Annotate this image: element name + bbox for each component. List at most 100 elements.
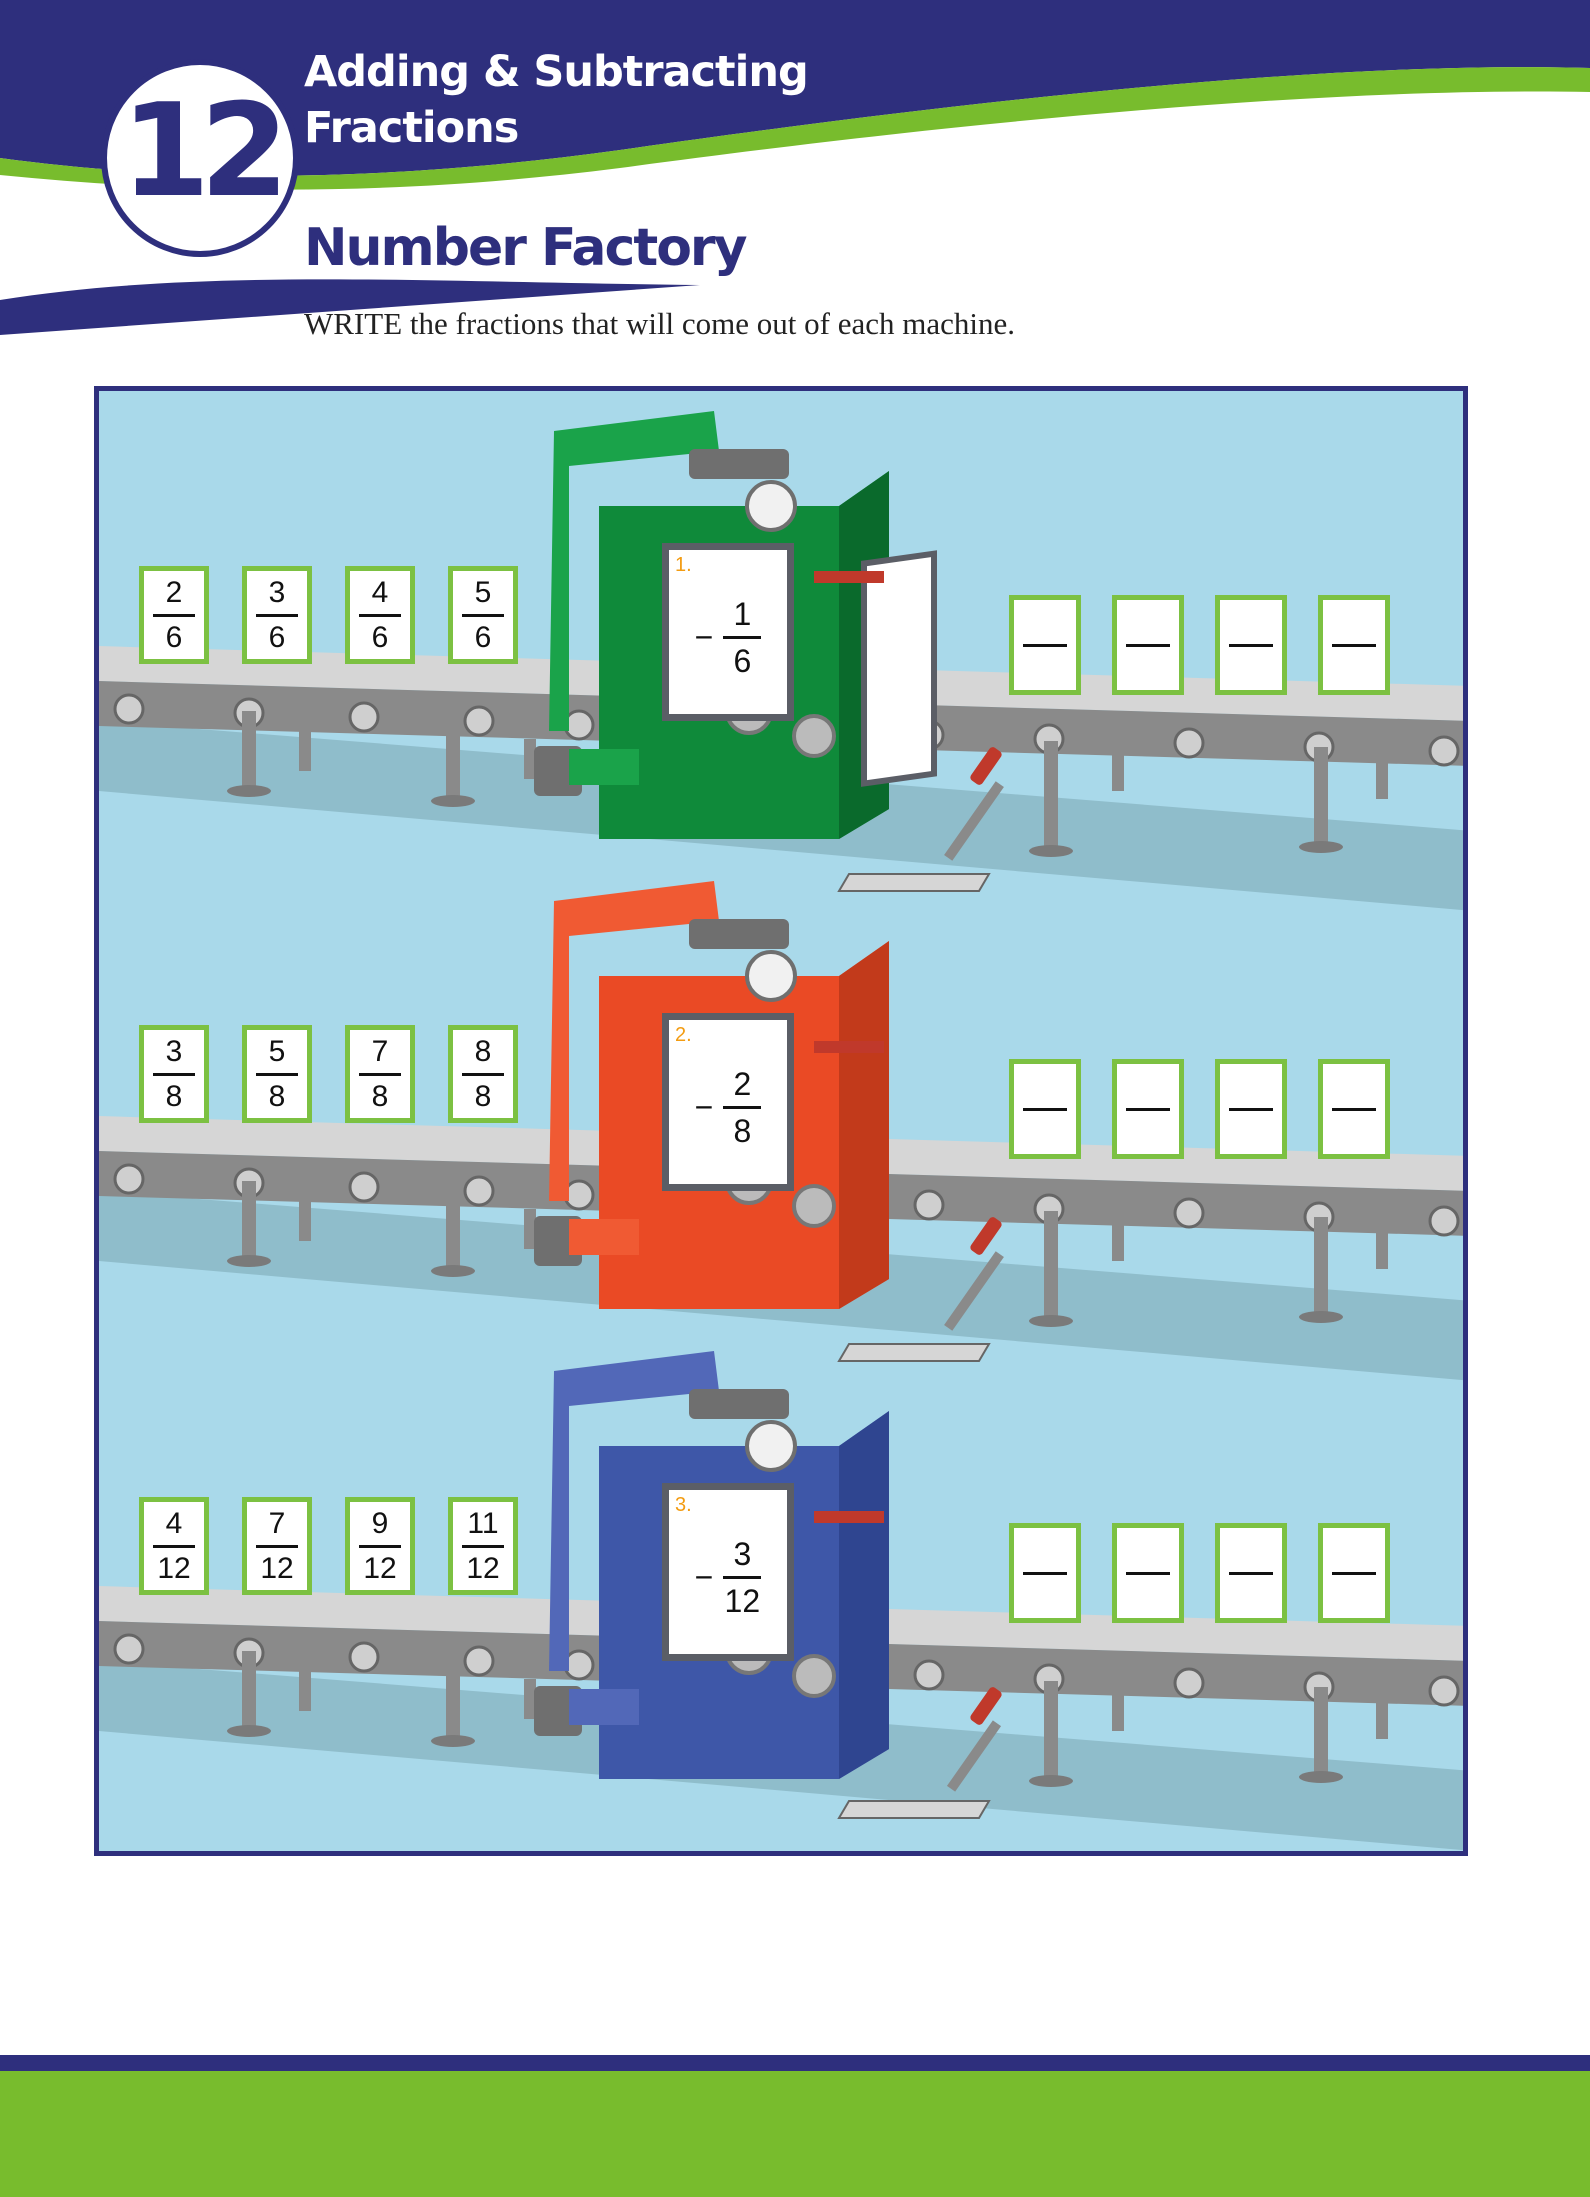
machine-1-operand-numerator: 1 <box>733 596 752 632</box>
answer-blank[interactable] <box>1126 1107 1170 1111</box>
machine-2-operand: 2 8 <box>723 1066 762 1149</box>
footer-band <box>0 2071 1590 2197</box>
chapter-title-line1: Adding & Subtracting <box>304 47 809 97</box>
fraction-bar <box>723 636 762 639</box>
machine-2-operand-denominator: 8 <box>733 1113 752 1149</box>
machine-1-operand-denominator: 6 <box>733 643 752 679</box>
denominator: 8 <box>165 1079 183 1113</box>
machine-3-answer-3[interactable] <box>1215 1523 1287 1623</box>
header-banner <box>0 0 1590 335</box>
machine-2-screen: 2. − 2 8 <box>662 1013 794 1191</box>
machine-3-answer-4[interactable] <box>1318 1523 1390 1623</box>
answer-blank[interactable] <box>1023 643 1067 647</box>
answer-blank[interactable] <box>1332 643 1376 647</box>
fraction-bar <box>256 1072 298 1076</box>
footer-stripe <box>0 2055 1590 2071</box>
chapter-title-line2: Fractions <box>304 103 519 153</box>
answer-blank[interactable] <box>1126 643 1170 647</box>
answer-blank[interactable] <box>1229 1107 1273 1111</box>
denominator: 6 <box>268 620 286 654</box>
denominator: 8 <box>474 1079 492 1113</box>
machine-1-answer-3[interactable] <box>1215 595 1287 695</box>
fraction-bar <box>462 613 504 617</box>
machine-3-label: 3. <box>675 1494 692 1516</box>
numerator: 4 <box>371 575 389 609</box>
answer-blank[interactable] <box>1126 1571 1170 1575</box>
answer-blank[interactable] <box>1023 1571 1067 1575</box>
numerator: 9 <box>371 1506 389 1540</box>
machine-3-operator: − <box>694 1559 714 1595</box>
numerator: 5 <box>268 1034 286 1068</box>
machine-1-operand: 1 6 <box>723 596 762 679</box>
answer-blank[interactable] <box>1229 643 1273 647</box>
machine-2-label: 2. <box>675 1024 692 1046</box>
machine-1-label: 1. <box>675 554 692 576</box>
answer-blank[interactable] <box>1332 1107 1376 1111</box>
numerator: 7 <box>268 1506 286 1540</box>
fraction-bar <box>359 1072 401 1076</box>
numerator: 4 <box>165 1506 183 1540</box>
machine-1-answer-4[interactable] <box>1318 595 1390 695</box>
fraction-bar <box>256 1544 298 1548</box>
numerator: 11 <box>467 1506 499 1540</box>
machine-2-operation: − 2 8 <box>669 1068 787 1147</box>
machine-2-operand-numerator: 2 <box>733 1066 752 1102</box>
machine-2-answer-1[interactable] <box>1009 1059 1081 1159</box>
denominator: 6 <box>165 620 183 654</box>
machine-3-operand-denominator: 12 <box>724 1583 761 1619</box>
machine-3-answer-1[interactable] <box>1009 1523 1081 1623</box>
page-title: Number Factory <box>304 218 747 278</box>
answer-blank[interactable] <box>1332 1571 1376 1575</box>
denominator: 6 <box>474 620 492 654</box>
machine-2-answer-3[interactable] <box>1215 1059 1287 1159</box>
machine-3-operand-numerator: 3 <box>733 1536 752 1572</box>
denominator: 12 <box>157 1551 191 1585</box>
denominator: 12 <box>363 1551 397 1585</box>
fraction-bar <box>256 613 298 617</box>
machine-1-operation: − 1 6 <box>669 598 787 677</box>
answer-blank[interactable] <box>1229 1571 1273 1575</box>
chapter-title: Adding & Subtracting Fractions <box>304 44 809 156</box>
machine-1-screen: 1. − 1 6 <box>662 543 794 721</box>
denominator: 12 <box>466 1551 500 1585</box>
machine-1-answer-1[interactable] <box>1009 595 1081 695</box>
chapter-number: 12 <box>120 77 289 226</box>
instruction-text: WRITE the fractions that will come out o… <box>304 306 1016 341</box>
denominator: 8 <box>371 1079 389 1113</box>
denominator: 8 <box>268 1079 286 1113</box>
machine-2-operator: − <box>694 1089 714 1125</box>
machine-2-answer-4[interactable] <box>1318 1059 1390 1159</box>
machine-3-operation: − 3 12 <box>669 1538 787 1617</box>
machine-3-answer-2[interactable] <box>1112 1523 1184 1623</box>
fraction-bar <box>723 1576 762 1579</box>
machine-3-operand: 3 12 <box>723 1536 762 1619</box>
machine-3-screen: 3. − 3 12 <box>662 1483 794 1661</box>
numerator: 3 <box>165 1034 183 1068</box>
answer-blank[interactable] <box>1023 1107 1067 1111</box>
machine-1-answer-2[interactable] <box>1112 595 1184 695</box>
fraction-bar <box>723 1106 762 1109</box>
fraction-bar <box>153 613 195 617</box>
numerator: 8 <box>474 1034 492 1068</box>
fraction-bar <box>153 1544 195 1548</box>
machine-2-answer-2[interactable] <box>1112 1059 1184 1159</box>
numerator: 7 <box>371 1034 389 1068</box>
denominator: 12 <box>260 1551 294 1585</box>
fraction-bar <box>462 1544 504 1548</box>
machine-1-operator: − <box>694 619 714 655</box>
denominator: 6 <box>371 620 389 654</box>
fraction-bar <box>153 1072 195 1076</box>
fraction-bar <box>462 1072 504 1076</box>
numerator: 2 <box>165 575 183 609</box>
